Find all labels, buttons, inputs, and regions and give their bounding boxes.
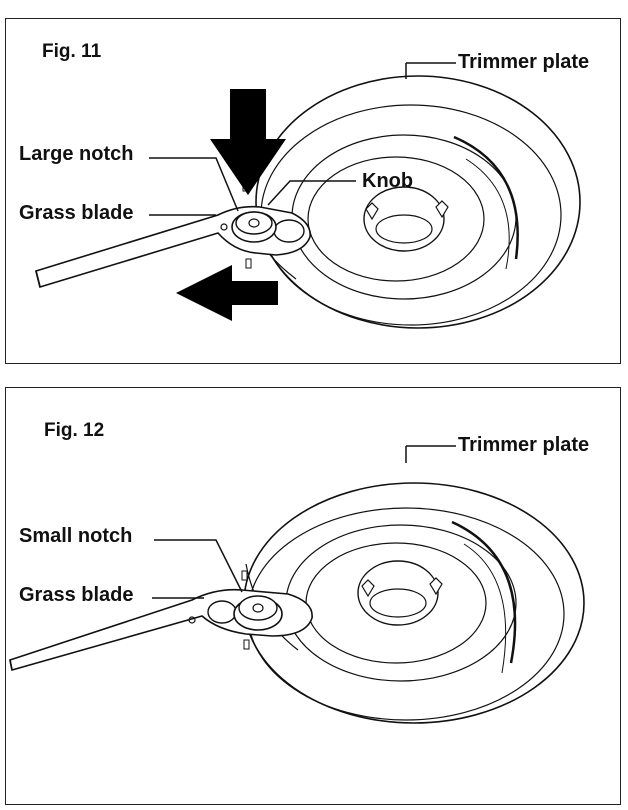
label-large-notch: Large notch (19, 143, 134, 165)
blade-hole (220, 223, 228, 231)
down-arrow-icon (210, 89, 286, 195)
clip-right (429, 577, 443, 596)
groove-arc (453, 135, 519, 260)
blade-tip (9, 659, 13, 671)
groove-arc (451, 520, 517, 664)
clip-left (361, 579, 375, 598)
clip-left (365, 202, 379, 221)
label-trimmer-plate: Trimmer plate (458, 51, 590, 73)
groove-arc (463, 543, 507, 674)
label-small-notch: Small notch (19, 525, 133, 547)
figure-title: Fig. 12 (44, 420, 105, 441)
figure-12-panel: Fig. 12 Trimmer plate Small notch Grass … (5, 387, 621, 805)
pin (245, 258, 252, 269)
label-trimmer-plate: Trimmer plate (458, 434, 590, 456)
blade-notch-slot (273, 219, 305, 243)
trimmer-plate-inner-ring (307, 156, 485, 282)
leader-small-notch (154, 539, 243, 593)
clip-right (435, 200, 449, 219)
knob-well-opening (375, 214, 433, 244)
blade-hole (188, 616, 196, 624)
knob-hex (252, 603, 264, 613)
blade-notch-slot (207, 600, 237, 624)
left-arrow-icon (176, 265, 278, 321)
label-grass-blade: Grass blade (19, 584, 134, 606)
label-grass-blade: Grass blade (19, 202, 134, 224)
label-knob: Knob (362, 170, 414, 192)
knob-hex (248, 218, 260, 228)
leader-knob (267, 180, 356, 206)
blade-tip (35, 270, 41, 288)
groove-arc (465, 158, 510, 270)
leader-large-notch (149, 157, 239, 212)
figure-11-illustration (35, 62, 581, 329)
pin (243, 639, 250, 650)
figure-12-illustration (9, 445, 585, 724)
figure-11-panel: Fig. 11 Trimmer plate Large notch Knob G… (5, 18, 621, 364)
pin (241, 570, 248, 581)
knob-well-opening (369, 588, 427, 618)
figure-title: Fig. 11 (42, 41, 102, 62)
